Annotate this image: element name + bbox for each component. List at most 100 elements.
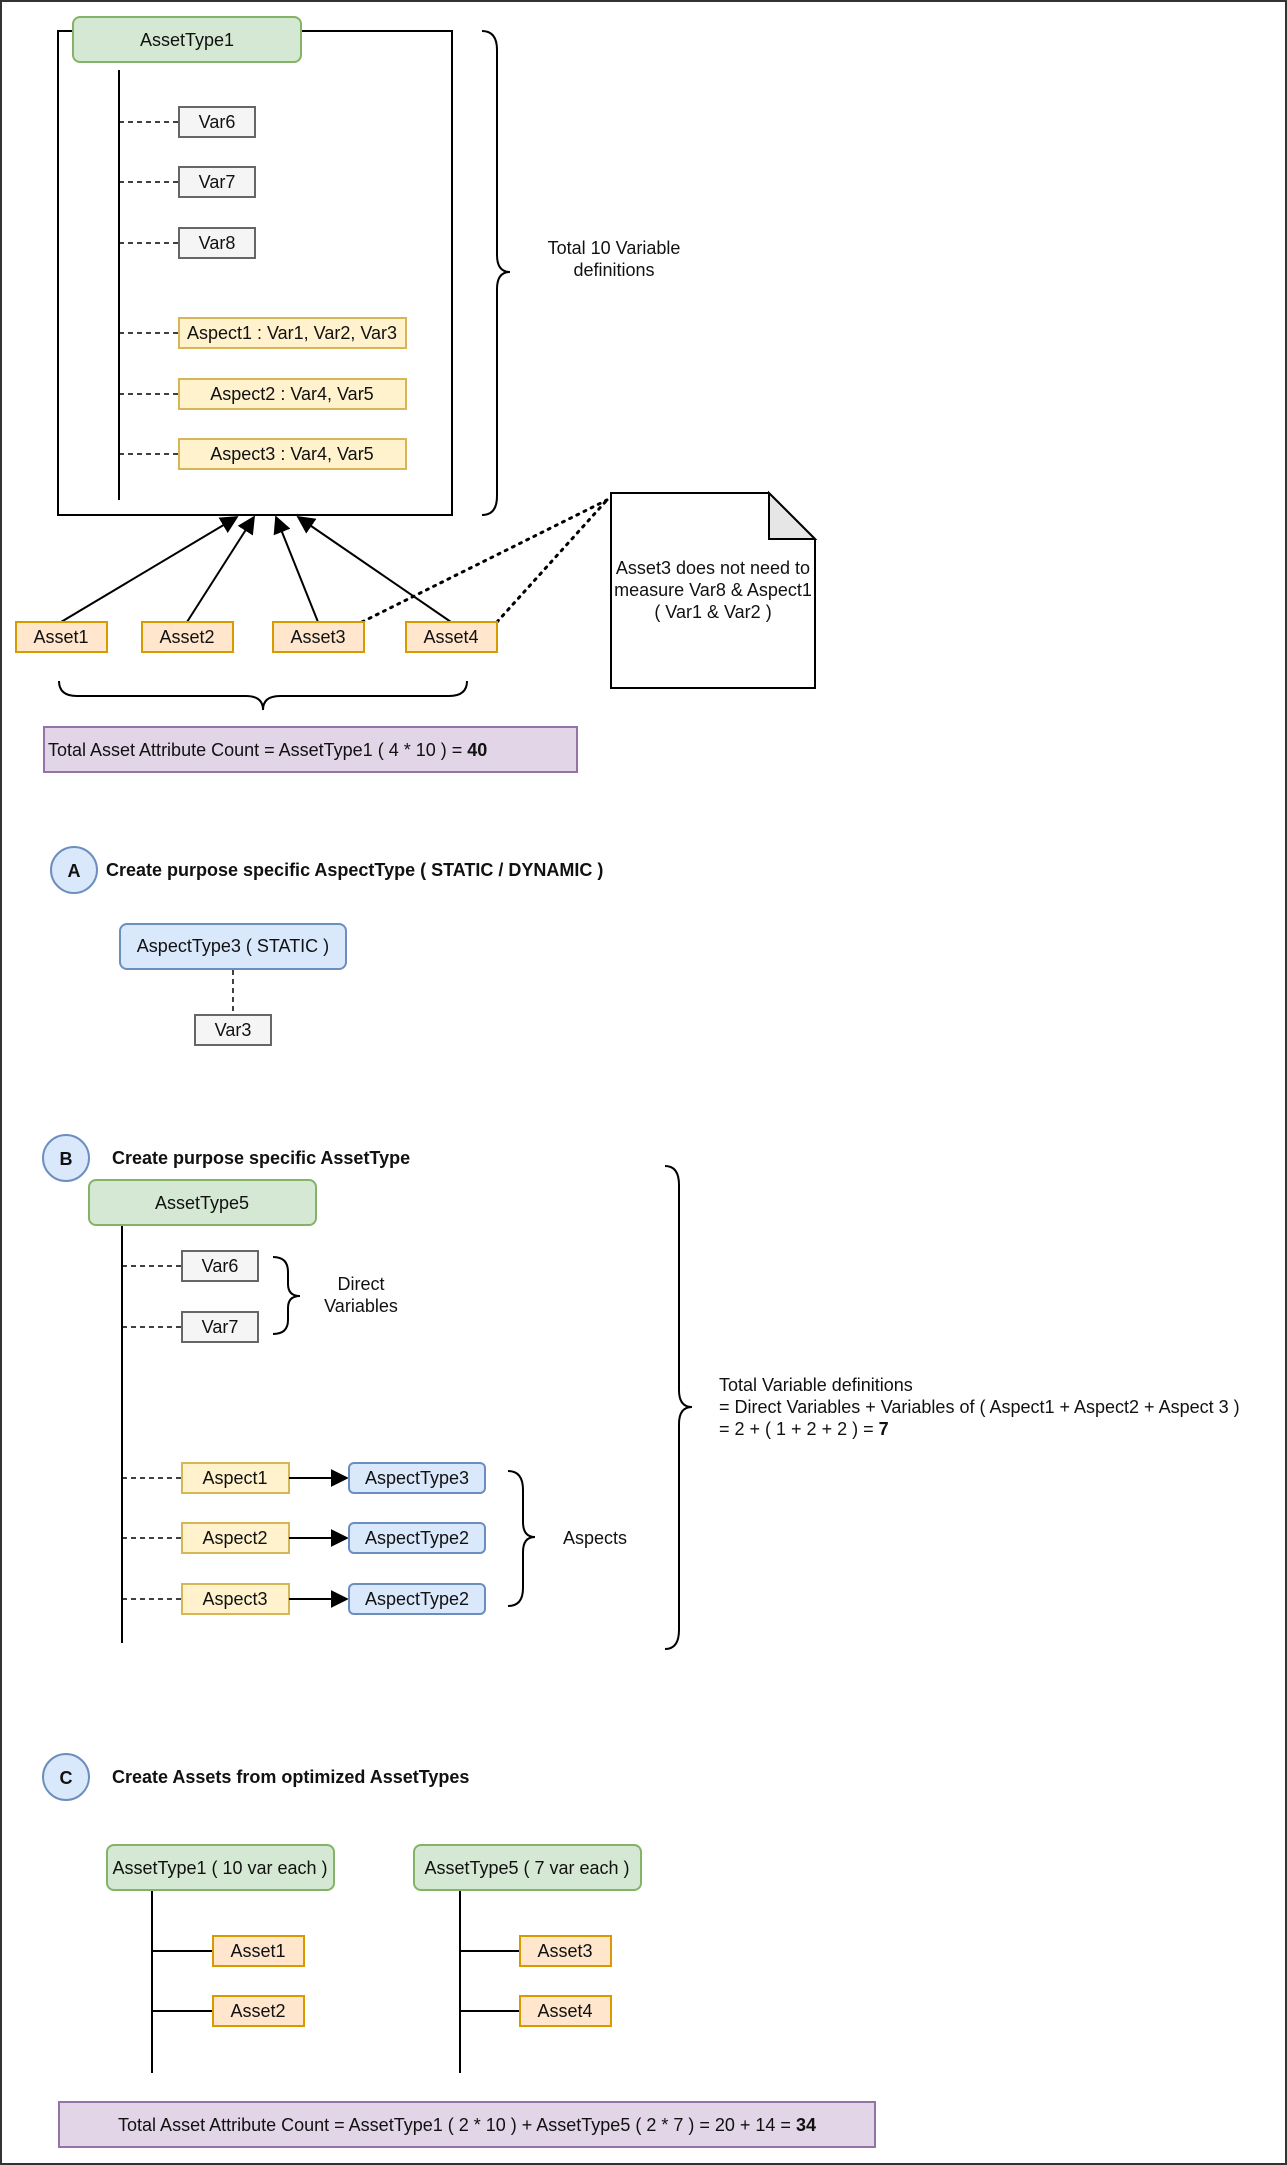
- aspect3-label: Aspect3 : Var4, Var5: [210, 444, 373, 464]
- aspects-brace: [507, 1470, 536, 1607]
- badge-a: [50, 846, 98, 894]
- b-aspecttype2-label-1: AspectType2: [365, 1528, 469, 1548]
- note-fold: [768, 490, 818, 540]
- var7-label: Var7: [199, 172, 236, 192]
- note-line2: measure Var8 & Aspect1: [614, 580, 812, 600]
- aspecttype3-static-box[interactable]: [119, 923, 347, 970]
- c-asset4-box[interactable]: [519, 1995, 612, 2027]
- total-definitions-brace: [664, 1165, 693, 1650]
- badge-a-label: A: [68, 861, 81, 881]
- b-var6-label: Var6: [202, 1256, 239, 1276]
- total-variables-line1: Total 10 Variable: [548, 238, 681, 258]
- b-aspect3-box[interactable]: [181, 1583, 290, 1615]
- total-definitions-line1: Total Variable definitions: [719, 1375, 913, 1395]
- total-definitions-expr: = 2 + ( 1 + 2 + 2 ) =: [719, 1419, 879, 1439]
- c-asset1-label: Asset1: [230, 1941, 285, 1961]
- top-count-box: [43, 726, 578, 773]
- c-assettype5-box[interactable]: [413, 1844, 642, 1891]
- var7-box[interactable]: [178, 166, 256, 198]
- c-count-box: [58, 2101, 876, 2148]
- b-var7-label: Var7: [202, 1317, 239, 1337]
- var8-label: Var8: [199, 233, 236, 253]
- asset4-box[interactable]: [405, 621, 498, 653]
- direct-variables-line2: Variables: [324, 1296, 398, 1316]
- c-assettype1-box[interactable]: [106, 1844, 335, 1891]
- assets-brace: [58, 680, 468, 711]
- c-count-text: Total Asset Attribute Count = AssetType1…: [118, 2115, 816, 2135]
- direct-variables-line1: Direct: [337, 1274, 384, 1294]
- badge-c-label: C: [60, 1768, 73, 1788]
- b-aspect3-label: Aspect3: [202, 1589, 267, 1609]
- section-b: B Create purpose specific AssetType Asse…: [42, 1134, 1240, 1650]
- c-asset3-box[interactable]: [519, 1935, 612, 1967]
- section-c-title: Create Assets from optimized AssetTypes: [112, 1767, 469, 1787]
- assettype1-box[interactable]: [72, 16, 302, 63]
- c-asset2-label: Asset2: [230, 2001, 285, 2021]
- c-assettype1-label: AssetType1 ( 10 var each ): [112, 1858, 327, 1878]
- note-shape: [610, 492, 816, 689]
- asset2-label: Asset2: [159, 627, 214, 647]
- var6-label: Var6: [199, 112, 236, 132]
- top-count-value: 40: [467, 740, 487, 760]
- variables-brace: [481, 30, 511, 516]
- assettype5-box[interactable]: [88, 1179, 317, 1226]
- var3-box[interactable]: [194, 1014, 272, 1046]
- section-c: C Create Assets from optimized AssetType…: [42, 1753, 876, 2148]
- arrow-asset2: [186, 515, 255, 623]
- b-aspecttype2-box-2[interactable]: [348, 1583, 486, 1615]
- total-definitions-value: 7: [879, 1419, 889, 1439]
- arrow-asset4: [296, 515, 452, 623]
- aspect2-label: Aspect2 : Var4, Var5: [210, 384, 373, 404]
- aspect3-box[interactable]: [178, 438, 407, 470]
- b-aspect2-label: Aspect2: [202, 1528, 267, 1548]
- var3-label: Var3: [215, 1020, 252, 1040]
- b-var6-box[interactable]: [181, 1250, 259, 1282]
- b-aspecttype2-box-1[interactable]: [348, 1522, 486, 1554]
- c-asset1-box[interactable]: [212, 1935, 305, 1967]
- var6-box[interactable]: [178, 106, 256, 138]
- arrow-asset1: [60, 516, 239, 623]
- section-a-title: Create purpose specific AspectType ( STA…: [106, 860, 603, 880]
- arrow-asset3: [273, 515, 319, 623]
- note-line3: ( Var1 & Var2 ): [654, 602, 771, 622]
- badge-b-label: B: [60, 1149, 73, 1169]
- asset2-box[interactable]: [141, 621, 234, 653]
- aspect2-box[interactable]: [178, 378, 407, 410]
- b-aspecttype3-label: AspectType3: [365, 1468, 469, 1488]
- aspect1-box[interactable]: [178, 317, 407, 349]
- asset1-label: Asset1: [33, 627, 88, 647]
- b-aspecttype3-box[interactable]: [348, 1462, 486, 1494]
- b-aspect1-label: Aspect1: [202, 1468, 267, 1488]
- c-assettype5-label: AssetType5 ( 7 var each ): [424, 1858, 629, 1878]
- badge-c: [42, 1753, 90, 1801]
- b-var7-box[interactable]: [181, 1311, 259, 1343]
- c-asset3-label: Asset3: [537, 1941, 592, 1961]
- asset3-label: Asset3: [290, 627, 345, 647]
- section-b-title: Create purpose specific AssetType: [112, 1148, 410, 1168]
- b-aspecttype2-label-2: AspectType2: [365, 1589, 469, 1609]
- aspecttype3-static-label: AspectType3 ( STATIC ): [137, 936, 329, 956]
- aspects-label: Aspects: [563, 1528, 627, 1548]
- c-asset2-box[interactable]: [212, 1995, 305, 2027]
- direct-variables-brace: [272, 1256, 301, 1335]
- assettype5-label: AssetType5: [155, 1193, 249, 1213]
- asset1-box[interactable]: [15, 621, 108, 653]
- asset4-label: Asset4: [423, 627, 478, 647]
- var8-box[interactable]: [178, 227, 256, 259]
- note-link-asset3: [360, 498, 609, 624]
- section-a: A Create purpose specific AspectType ( S…: [50, 846, 603, 1046]
- top-section: AssetType1 Var6 Var7 Var8 Aspect1 : Var1…: [15, 16, 818, 773]
- c-count-value: 34: [796, 2115, 816, 2135]
- note-link-asset4: [495, 498, 609, 624]
- asset3-box[interactable]: [272, 621, 365, 653]
- total-definitions-line2: = Direct Variables + Variables of ( Aspe…: [719, 1397, 1240, 1417]
- top-count-text: Total Asset Attribute Count = AssetType1…: [48, 740, 487, 760]
- badge-b: [42, 1134, 90, 1182]
- assettype1-label: AssetType1: [140, 30, 234, 50]
- note-line1: Asset3 does not need to: [616, 558, 810, 578]
- total-definitions-line3: = 2 + ( 1 + 2 + 2 ) = 7: [719, 1419, 889, 1439]
- total-variables-line2: definitions: [573, 260, 654, 280]
- c-count-prefix: Total Asset Attribute Count = AssetType1…: [118, 2115, 796, 2135]
- aspect1-label: Aspect1 : Var1, Var2, Var3: [187, 323, 397, 343]
